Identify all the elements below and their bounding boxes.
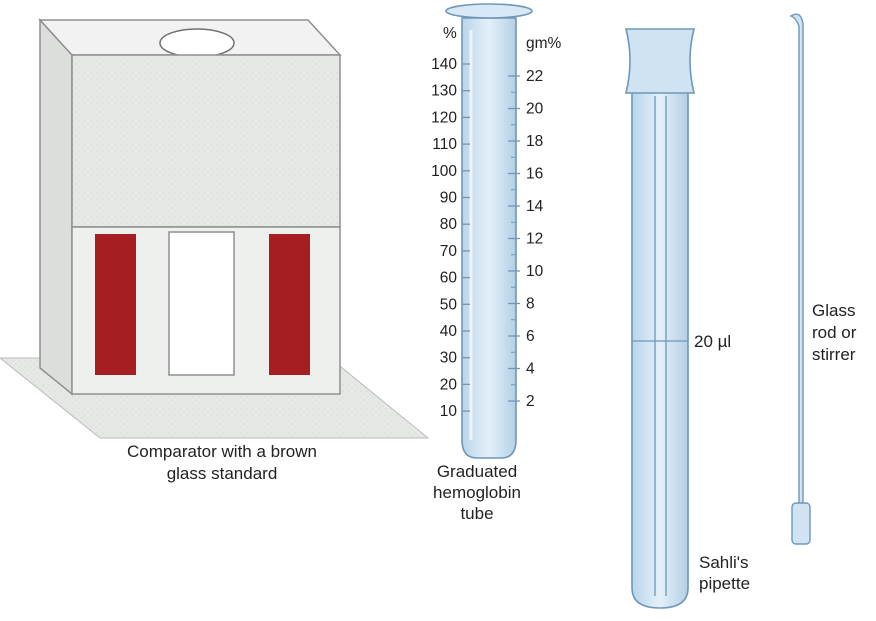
gm-percent-tick-label: 20 <box>526 101 544 118</box>
comparator-caption-line2: glass standard <box>167 464 278 483</box>
percent-tick-label: 40 <box>440 323 458 340</box>
comparator-caption-line1: Comparator with a brown <box>127 442 317 461</box>
gm-percent-unit-label: gm% <box>526 35 562 52</box>
comparator-side-face <box>39 18 73 396</box>
gm-percent-tick-label: 16 <box>526 166 543 183</box>
gm-percent-tick-label: 8 <box>526 296 535 313</box>
gm-percent-tick-label: 4 <box>526 361 535 378</box>
gm-percent-tick-label: 22 <box>526 68 543 85</box>
pipette-caption-line1: Sahli's <box>699 553 749 572</box>
sahli-pipette: 20 µl Sahli's pipette <box>624 28 750 609</box>
tube-caption-line2: hemoglobin <box>433 483 521 502</box>
tube-slot-window <box>168 231 235 376</box>
percent-tick-label: 140 <box>431 56 457 73</box>
glass-rod-caption-line3: stirrer <box>812 345 856 364</box>
gm-percent-tick-label: 18 <box>526 133 543 150</box>
percent-tick-label: 10 <box>440 403 458 420</box>
percent-tick-label: 110 <box>432 136 457 153</box>
pipette-caption-line2: pipette <box>699 574 750 593</box>
brown-glass-standard-right <box>269 234 310 375</box>
glass-rod-shaft <box>789 13 804 505</box>
brown-glass-standard-left <box>95 234 136 375</box>
gm-percent-tick-label: 6 <box>526 328 535 345</box>
glass-rod: Glass rod or stirrer <box>789 13 857 545</box>
tube-caption-line1: Graduated <box>437 462 517 481</box>
percent-tick-label: 70 <box>440 243 458 260</box>
percent-tick-label: 90 <box>440 190 458 207</box>
percent-scale: 140 130 120 110 100 90 80 70 60 50 40 30 20 10 <box>431 56 470 420</box>
pipette-mark-label: 20 µl <box>694 332 731 351</box>
glass-rod-caption-line2: rod or <box>812 323 857 342</box>
comparator-frosted-panel <box>71 54 341 228</box>
percent-tick-label: 100 <box>431 163 457 180</box>
graduated-hemoglobin-tube: % gm% 140130120110100908070605040302010 … <box>431 3 562 523</box>
percent-tick-label: 80 <box>440 216 458 233</box>
glass-rod-caption-line1: Glass <box>812 301 855 320</box>
tube-body <box>461 17 517 459</box>
gm-percent-tick-label: 14 <box>526 198 544 215</box>
pipette-body <box>631 91 689 609</box>
percent-tick-label: 130 <box>431 83 457 100</box>
percent-tick-label: 120 <box>431 109 457 126</box>
gm-percent-tick-label: 2 <box>526 393 535 410</box>
gm-percent-tick-label: 12 <box>526 231 543 248</box>
pipette-rubber-bulb <box>624 28 696 94</box>
percent-tick-label: 50 <box>440 296 458 313</box>
percent-tick-label: 60 <box>440 270 458 287</box>
comparator-tube-opening <box>159 28 235 58</box>
tube-lip <box>445 3 533 19</box>
comparator: Comparator with a brown glass standard <box>0 18 430 483</box>
tube-caption-line3: tube <box>460 504 493 523</box>
glass-rod-tip <box>791 502 811 545</box>
gm-percent-tick-label: 10 <box>526 263 544 280</box>
percent-tick-label: 20 <box>440 376 458 393</box>
gm-percent-scale: 22 20 18 16 14 12 10 8 6 4 2 <box>508 68 544 410</box>
percent-unit-label: % <box>443 25 457 42</box>
percent-tick-label: 30 <box>440 350 458 367</box>
